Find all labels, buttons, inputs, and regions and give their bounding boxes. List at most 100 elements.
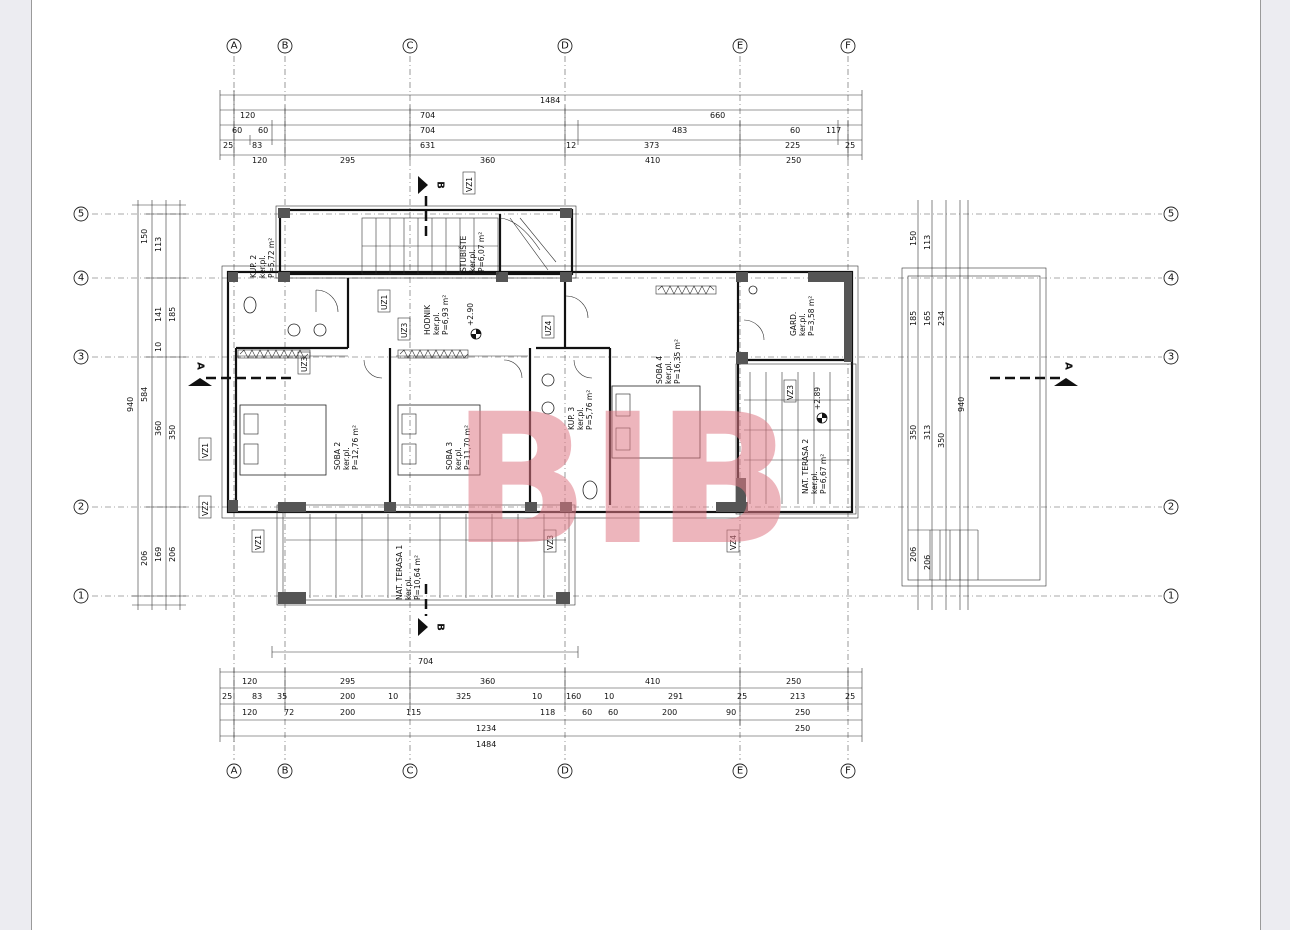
axis-label-1-right: 1: [1168, 591, 1174, 602]
section-b-top: B: [435, 181, 446, 189]
axis-label-A-top: A: [231, 41, 238, 52]
dim-bot-r1: 704: [418, 657, 433, 666]
axis-label-D-top: D: [561, 41, 569, 52]
dim-bot-r3-m: 25: [845, 692, 855, 701]
level-290: +2.90: [466, 303, 475, 326]
axis-label-3-left: 3: [78, 352, 84, 363]
room-stubiste: STUBIŠTE ker.pl. P=6,07 m²: [459, 232, 486, 272]
dim-bot-r3-j: 291: [668, 692, 683, 701]
dim-bot-total: 1484: [476, 740, 496, 749]
svg-text:185: 185: [909, 311, 918, 326]
room-hodnik: HODNIK ker.pl. P=6,93 m²: [423, 295, 450, 335]
bottom-dimension-lines: [219, 646, 863, 742]
dim-top-r4-f: 225: [785, 141, 800, 150]
axis-label-D-bottom: D: [561, 766, 569, 777]
svg-text:UZ4: UZ4: [544, 321, 553, 336]
svg-text:VZ3: VZ3: [546, 535, 555, 550]
svg-text:ker.pl.: ker.pl.: [468, 249, 477, 272]
dim-top-r4-b: 83: [252, 141, 262, 150]
dim-left-inner-a: 150: [140, 229, 149, 244]
svg-text:ker.pl.: ker.pl.: [404, 577, 413, 600]
axis-label-4-left: 4: [78, 273, 84, 284]
dim-top-r4-g: 25: [845, 141, 855, 150]
room-terasa1: NAT. TERASA 1 ker.pl. P=10,64 m²: [395, 545, 422, 600]
room-soba4: SOBA 4 ker.pl. P=16,35 m²: [655, 339, 682, 384]
svg-text:P=11,70 m²: P=11,70 m²: [463, 425, 472, 470]
dim-top-r3-c: 704: [420, 126, 435, 135]
dim-top-r5-e: 250: [786, 156, 801, 165]
svg-text:ker.pl.: ker.pl.: [664, 361, 673, 384]
room-gard: GARD. ker.pl. P=3,58 m²: [789, 296, 816, 336]
staircase: [361, 217, 557, 275]
dim-top-r3-e: 60: [790, 126, 800, 135]
dim-top-r4-c: 631: [420, 141, 435, 150]
svg-text:P=10,64 m²: P=10,64 m²: [413, 555, 422, 600]
svg-text:ker.pl.: ker.pl.: [454, 447, 463, 470]
svg-text:113: 113: [923, 235, 932, 250]
level-markers: +2.90 +2.89: [466, 303, 828, 424]
top-dimension-text: 1484 120 704 660 60 60 704 483 60 117 25…: [223, 96, 855, 165]
axis-label-2-right: 2: [1168, 502, 1174, 513]
axis-label-5-right: 5: [1168, 209, 1174, 220]
svg-text:SOBA 2: SOBA 2: [333, 442, 342, 470]
dim-bot-r4-e: 118: [540, 708, 555, 717]
svg-text:VZ3: VZ3: [786, 385, 795, 400]
dim-bot-r3-i: 10: [604, 692, 614, 701]
axis-label-B-top: B: [282, 41, 289, 52]
side-section-dims: 940 150 185 350 206 113 165 313 206 234 …: [909, 231, 966, 570]
dim-top-r2-b: 704: [420, 111, 435, 120]
dim-bot-r4-g: 60: [608, 708, 618, 717]
dim-top-total: 1484: [540, 96, 560, 105]
dim-top-r3-d: 483: [672, 126, 687, 135]
section-markers: A A B B: [188, 176, 1078, 636]
svg-text:P=12,76 m²: P=12,76 m²: [351, 425, 360, 470]
dim-bot-r2-a: 120: [242, 677, 257, 686]
beds: [239, 385, 701, 476]
page-margin-right: [1260, 0, 1290, 930]
axis-bubbles-top: A B C D E F: [226, 38, 856, 54]
terrace-2-tiling: [744, 372, 850, 504]
svg-text:P=16,35 m²: P=16,35 m²: [673, 339, 682, 384]
dim-bot-r4-j: 250: [795, 708, 810, 717]
svg-text:VZ1: VZ1: [201, 443, 210, 458]
dim-bot-r3-l: 213: [790, 692, 805, 701]
dim-top-r5-a: 120: [252, 156, 267, 165]
axis-label-1-left: 1: [78, 591, 84, 602]
dim-bot-r4-a: 120: [242, 708, 257, 717]
svg-text:350: 350: [937, 433, 946, 448]
terrace-1-tiling: [286, 514, 566, 598]
room-kup3: KUP. 3 ker.pl. P=5,76 m²: [567, 390, 594, 430]
svg-text:GARD.: GARD.: [789, 312, 798, 336]
axis-label-B-bottom: B: [282, 766, 289, 777]
svg-text:ker.pl.: ker.pl.: [342, 447, 351, 470]
dim-left-detail-d: 360: [154, 421, 163, 436]
structural-columns: [228, 208, 852, 604]
top-dimension-lines: [219, 90, 863, 160]
svg-text:UZ3: UZ3: [400, 323, 409, 338]
dim-bot-r3-d: 200: [340, 692, 355, 701]
svg-text:VZ2: VZ2: [201, 501, 210, 516]
svg-text:UZ1: UZ1: [380, 295, 389, 310]
dim-left-detail-a: 113: [154, 237, 163, 252]
axis-label-3-right: 3: [1168, 352, 1174, 363]
dim-bot-r5-b: 250: [795, 724, 810, 733]
svg-text:P=6,07 m²: P=6,07 m²: [477, 232, 486, 272]
section-a-left: A: [195, 362, 206, 370]
svg-text:150: 150: [909, 231, 918, 246]
axis-label-C-top: C: [407, 41, 414, 52]
svg-text:P=6,67 m²: P=6,67 m²: [819, 454, 828, 494]
svg-text:ker.pl.: ker.pl.: [432, 312, 441, 335]
svg-text:P=5,72 m²: P=5,72 m²: [267, 238, 276, 278]
svg-text:206: 206: [909, 547, 918, 562]
axis-label-A-bottom: A: [231, 766, 238, 777]
bathroom-fixtures: [243, 285, 758, 500]
dim-top-r5-c: 360: [480, 156, 495, 165]
dim-top-r4-d: 12: [566, 141, 576, 150]
dim-bot-r2-c: 360: [480, 677, 495, 686]
grid-lines: [92, 56, 1162, 760]
svg-text:STUBIŠTE: STUBIŠTE: [459, 235, 468, 272]
dim-bot-r5-a: 1234: [476, 724, 496, 733]
svg-text:165: 165: [923, 311, 932, 326]
dim-top-r5-b: 295: [340, 156, 355, 165]
svg-text:HODNIK: HODNIK: [423, 304, 432, 335]
